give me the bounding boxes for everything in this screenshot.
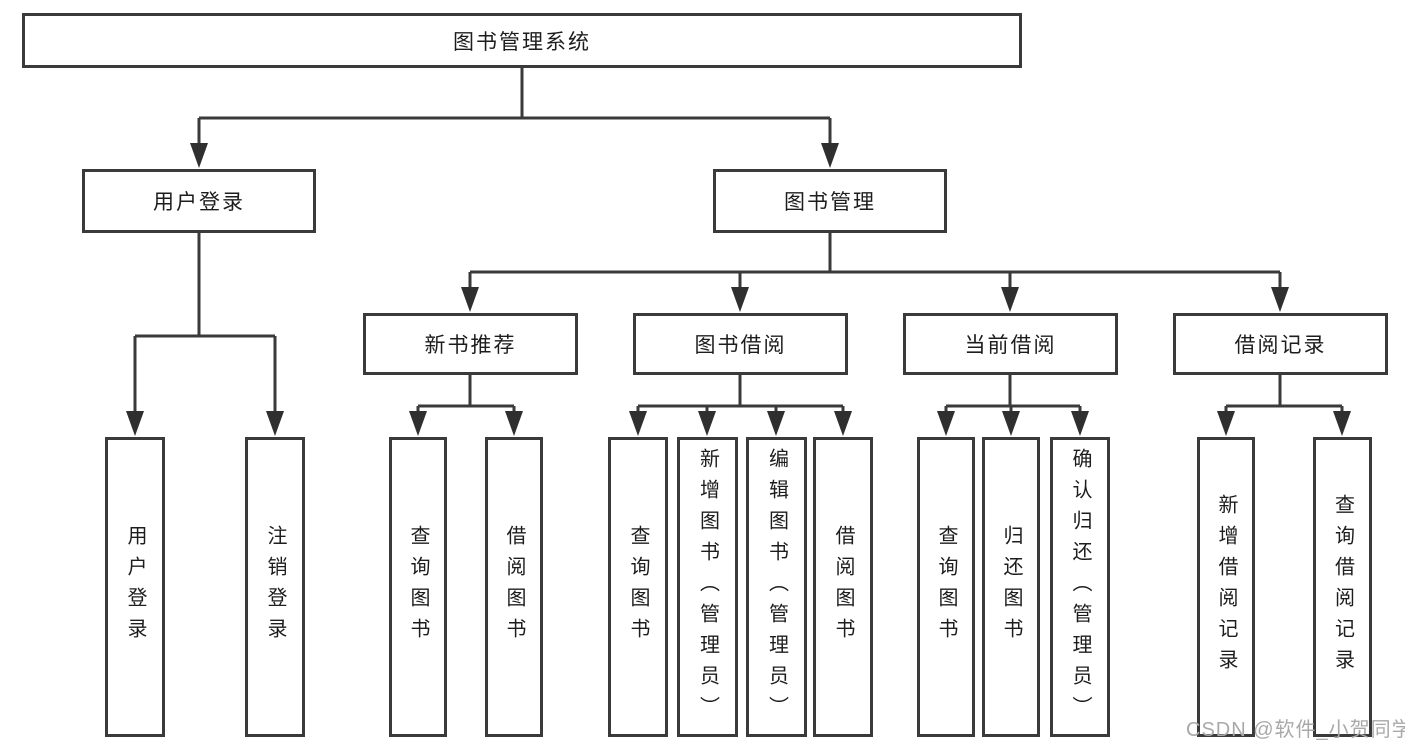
leaf-return-book-label: 归还图书 [1000,525,1022,649]
leaf-borrow-books-borrow-label: 借阅图书 [832,525,854,649]
leaf-edit-book-admin: 编辑图书（管理员） [746,437,807,737]
node-borrow-records-label: 借阅记录 [1234,334,1327,357]
leaf-query-books-recommend-label: 查询图书 [407,525,429,649]
leaf-query-books-borrow: 查询图书 [608,437,668,737]
leaf-add-borrow-record-label: 新增借阅记录 [1215,494,1237,680]
leaf-borrow-books-borrow: 借阅图书 [813,437,873,737]
node-book-management-label: 图书管理 [784,191,876,214]
leaf-confirm-return-admin: 确认归还（管理员） [1050,437,1110,737]
leaf-user-login: 用户登录 [105,437,165,737]
leaf-confirm-return-admin-label: 确认归还（管理员） [1069,447,1091,727]
node-user-login-label: 用户登录 [153,191,245,214]
node-book-borrow: 图书借阅 [633,313,848,375]
node-new-book-recommend: 新书推荐 [363,313,578,375]
node-new-book-recommend-label: 新书推荐 [424,334,517,357]
leaf-edit-book-admin-label: 编辑图书（管理员） [765,447,788,727]
node-current-borrow: 当前借阅 [903,313,1118,375]
leaf-return-book: 归还图书 [982,437,1040,737]
node-borrow-records: 借阅记录 [1173,313,1388,375]
node-book-borrow-label: 图书借阅 [694,334,787,357]
node-book-management: 图书管理 [713,169,947,233]
leaf-borrow-books-recommend: 借阅图书 [485,437,543,737]
leaf-query-books-current: 查询图书 [917,437,975,737]
csdn-watermark: CSDN @软件_小贺同学 [1186,719,1405,741]
leaf-add-book-admin: 新增图书（管理员） [677,437,738,737]
node-current-borrow-label: 当前借阅 [964,334,1057,357]
leaf-query-borrow-record: 查询借阅记录 [1313,437,1372,737]
leaf-query-books-recommend: 查询图书 [389,437,447,737]
leaf-add-borrow-record: 新增借阅记录 [1197,437,1255,737]
leaf-logout: 注销登录 [245,437,305,737]
leaf-add-book-admin-label: 新增图书（管理员） [696,447,719,727]
leaf-query-books-current-label: 查询图书 [935,525,957,649]
leaf-query-borrow-record-label: 查询借阅记录 [1331,494,1354,680]
leaf-query-books-borrow-label: 查询图书 [627,525,649,649]
leaf-logout-label: 注销登录 [264,525,286,649]
node-root: 图书管理系统 [22,13,1022,68]
leaf-user-login-label: 用户登录 [124,525,146,649]
leaf-borrow-books-recommend-label: 借阅图书 [503,525,525,649]
node-root-label: 图书管理系统 [453,30,591,54]
node-user-login: 用户登录 [82,169,316,233]
